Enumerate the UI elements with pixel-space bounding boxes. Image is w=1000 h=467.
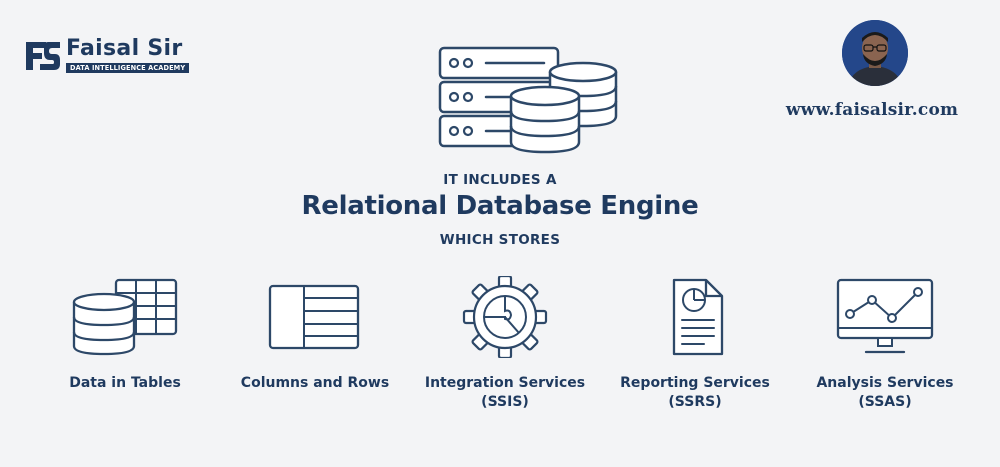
instructor-portrait-icon <box>842 20 908 86</box>
brand-tagline: DATA INTELLIGENCE ACADEMY <box>66 63 190 73</box>
fs-logo-icon <box>26 42 60 70</box>
feature-sublabel: (SSIS) <box>481 394 529 410</box>
report-document-icon <box>672 278 724 356</box>
page-title: Relational Database Engine <box>301 191 699 221</box>
feature-reporting-services: Reporting Services (SSRS) <box>600 276 790 412</box>
feature-analysis-services: Analysis Services (SSAS) <box>790 276 980 412</box>
feature-sublabel: (SSAS) <box>858 394 912 410</box>
feature-label: Integration Services <box>424 375 586 391</box>
monitor-line-chart-icon <box>836 278 934 354</box>
feature-columns-and-rows: Columns and Rows <box>220 276 410 393</box>
gear-puzzle-icon <box>462 276 548 358</box>
feature-label: Reporting Services <box>620 375 770 391</box>
feature-integration-services: Integration Services (SSIS) <box>410 276 600 412</box>
brand-name: Faisal Sir <box>66 36 183 61</box>
eyebrow-top: IT INCLUDES A <box>443 172 557 188</box>
eyebrow-bottom: WHICH STORES <box>439 232 561 248</box>
server-database-icon <box>438 46 618 154</box>
database-table-icon <box>72 278 178 356</box>
avatar <box>842 20 908 86</box>
feature-label: Data in Tables <box>69 375 181 391</box>
feature-sublabel: (SSRS) <box>668 394 722 410</box>
feature-label: Columns and Rows <box>240 375 390 391</box>
brand-logo[interactable]: Faisal Sir DATA INTELLIGENCE ACADEMY <box>22 36 202 78</box>
feature-data-in-tables: Data in Tables <box>30 276 220 393</box>
columns-rows-grid-icon <box>268 284 360 350</box>
website-link[interactable]: www.faisalsir.com <box>785 100 959 120</box>
feature-label: Analysis Services <box>816 375 954 391</box>
